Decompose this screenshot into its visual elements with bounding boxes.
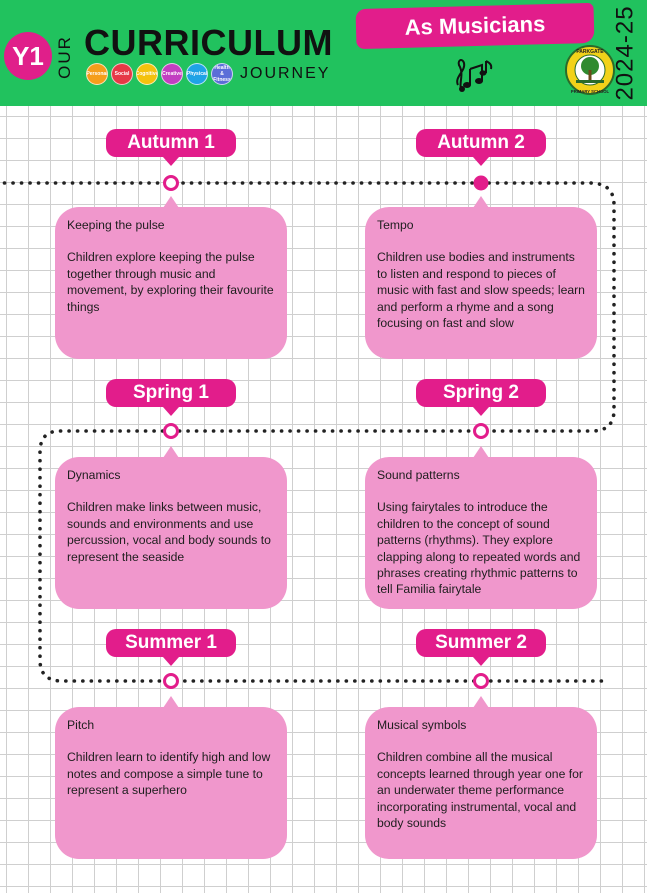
card-title: Pitch (67, 718, 95, 732)
card-title: Musical symbols (377, 718, 467, 732)
card-autumn-1: Keeping the pulse Children explore keepi… (55, 196, 287, 359)
journey-label: JOURNEY (240, 65, 331, 82)
svg-text:PARKGATE: PARKGATE (576, 49, 604, 55)
school-logo: PARKGATE PRIMARY SCHOOL (565, 45, 615, 95)
term-label-summer-1: Summer 1 (106, 629, 236, 657)
term-label-autumn-2: Autumn 2 (416, 129, 546, 157)
physical-skill-icon: Physical (186, 63, 208, 85)
card-body: Using fairytales to introduce the childr… (377, 500, 581, 597)
card-spring-2: Sound patterns Using fairytales to intro… (365, 446, 597, 609)
card-body: Children make links between music, sound… (67, 500, 271, 564)
card-title: Keeping the pulse (67, 218, 165, 232)
card-body: Children explore keeping the pulse toget… (67, 250, 274, 314)
marker-summer-1 (163, 673, 179, 689)
marker-spring-1 (163, 423, 179, 439)
pointer-autumn-1 (163, 157, 179, 166)
social-skill-icon: Social (111, 63, 133, 85)
pointer-spring-2 (473, 407, 489, 416)
pointer-summer-1 (163, 657, 179, 666)
marker-spring-2 (473, 423, 489, 439)
term-label-summer-2: Summer 2 (416, 629, 546, 657)
creative-skill-icon: Creative (161, 63, 183, 85)
skill-icons: Personal Social Cognitive Creative Physi… (86, 63, 233, 85)
card-title: Tempo (377, 218, 414, 232)
term-label-autumn-1: Autumn 1 (106, 129, 236, 157)
card-title: Dynamics (67, 468, 121, 482)
card-title: Sound patterns (377, 468, 460, 482)
term-label-spring-2: Spring 2 (416, 379, 546, 407)
marker-autumn-1 (163, 175, 179, 191)
card-body: Children combine all the musical concept… (377, 750, 583, 831)
curriculum-title: CURRICULUM (84, 22, 333, 63)
personal-skill-icon: Personal (86, 63, 108, 85)
pointer-spring-1 (163, 407, 179, 416)
card-body: Children use bodies and instruments to l… (377, 250, 585, 331)
marker-autumn-2 (473, 175, 489, 191)
year-badge: Y1 (4, 32, 52, 80)
card-body: Children learn to identify high and low … (67, 750, 271, 798)
pointer-summer-2 (473, 657, 489, 666)
svg-text:PRIMARY SCHOOL: PRIMARY SCHOOL (571, 89, 610, 94)
header-banner: Y1 OUR CURRICULUM Personal Social Cognit… (0, 0, 647, 106)
card-summer-2: Musical symbols Children combine all the… (365, 696, 597, 859)
card-summer-1: Pitch Children learn to identify high an… (55, 696, 287, 859)
card-autumn-2: Tempo Children use bodies and instrument… (365, 196, 597, 359)
card-spring-1: Dynamics Children make links between mus… (55, 446, 287, 609)
term-label-spring-1: Spring 1 (106, 379, 236, 407)
health-fitness-skill-icon: Health & Fitness (211, 63, 233, 85)
marker-summer-2 (473, 673, 489, 689)
cognitive-skill-icon: Cognitive (136, 63, 158, 85)
pointer-autumn-2 (473, 157, 489, 166)
music-notes-icon (456, 59, 493, 92)
